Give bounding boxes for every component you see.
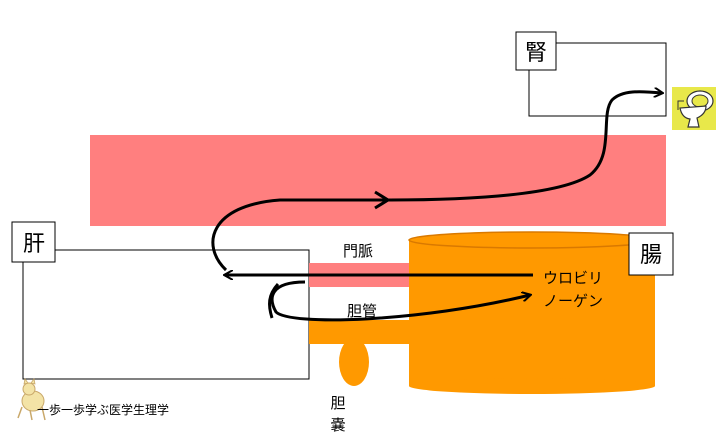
arrow-head-mid-band [374, 190, 391, 210]
cat-mascot-icon [17, 378, 46, 421]
gallbladder-label-line1: 胆 [330, 394, 345, 412]
watermark-text: 一歩一歩学ぶ医学生理学 [37, 402, 169, 417]
gallbladder-label-line2: 嚢 [330, 416, 345, 434]
blood-circulation-band [90, 135, 666, 226]
intestine-label-box [628, 232, 674, 276]
liver-label: 肝 [23, 232, 45, 257]
bile-duct-label: 胆管 [347, 302, 377, 320]
liver-label-box [11, 221, 56, 263]
kidney-label-box [515, 31, 557, 71]
arrow-blood-to-kidney [211, 92, 662, 272]
urobilinogen-label-line1: ウロビリ [543, 269, 603, 287]
toilet-icon [672, 87, 716, 130]
intestine-label: 腸 [640, 243, 662, 268]
gallbladder [339, 338, 369, 386]
arrow-liver-to-intestine [270, 280, 530, 322]
arrow-liver-bile-loop [268, 282, 280, 319]
urobilinogen-label-line2: ノーゲン [543, 292, 603, 310]
portal-vein-label: 門脈 [343, 242, 373, 260]
kidney-label: 腎 [525, 41, 547, 66]
liver-box [22, 249, 310, 380]
intestine-cylinder [408, 231, 656, 394]
